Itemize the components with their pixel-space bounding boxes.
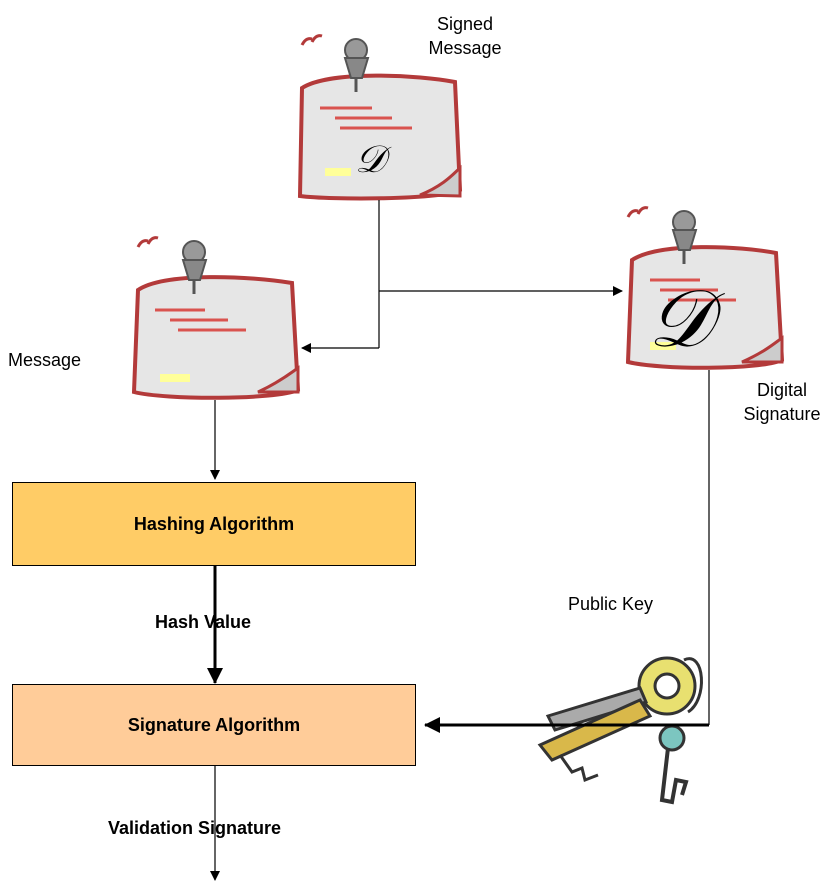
hash-value-label: Hash Value — [155, 612, 252, 632]
hashing-algorithm-box: Hashing Algorithm — [12, 482, 416, 566]
digital-signature-line2: Signature — [743, 404, 821, 424]
signature-algorithm-box: Signature Algorithm — [12, 684, 416, 766]
digital-signature-line1: Digital — [756, 380, 808, 400]
signed-message-line2: Message — [428, 38, 502, 58]
signed-message-label: Signed Message — [410, 12, 520, 60]
validation-signature-label: Validation Signature — [108, 818, 282, 838]
signature-algorithm-label: Signature Algorithm — [127, 714, 301, 735]
hashing-algorithm-label: Hashing Algorithm — [133, 513, 295, 534]
message-label: Message — [8, 350, 82, 370]
digital-signature-note-icon: 𝒟 — [625, 206, 785, 370]
public-key-label: Public Key — [568, 594, 654, 614]
connectors — [207, 200, 710, 881]
public-key-keys-icon — [537, 656, 703, 805]
signed-message-note-icon: 𝒟 — [297, 34, 463, 201]
digital-signature-label: Digital Signature — [730, 378, 834, 426]
signed-message-line1: Signed — [436, 14, 494, 34]
message-note-icon — [131, 236, 301, 400]
